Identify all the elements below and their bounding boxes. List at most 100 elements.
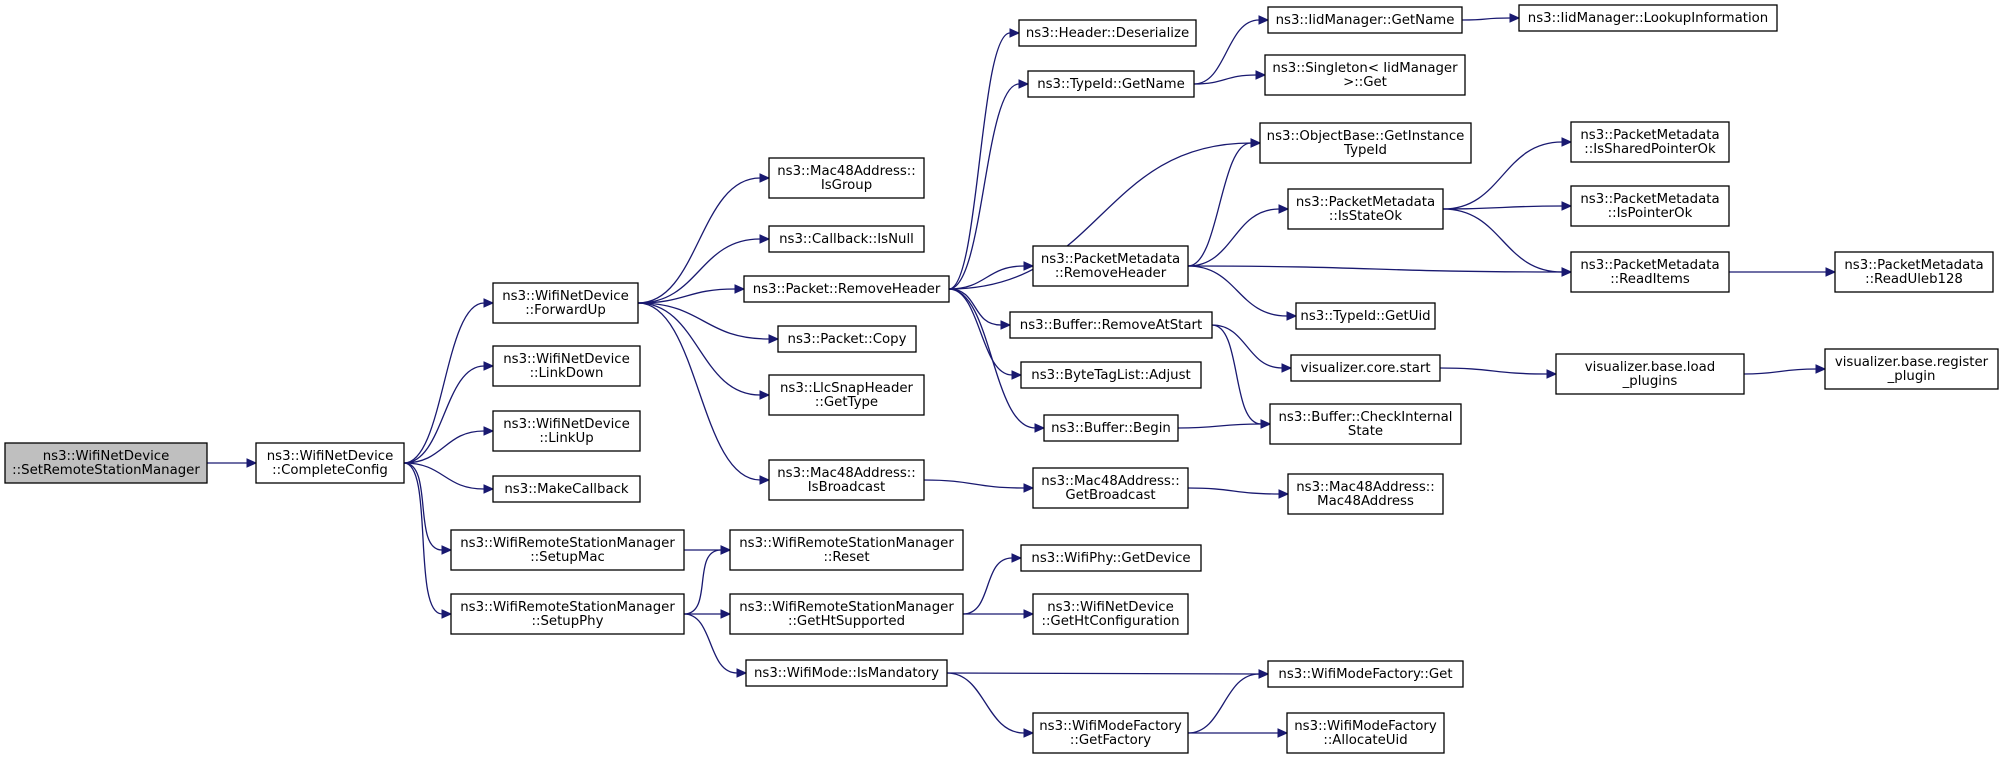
node-deserialize[interactable]: ns3::Header::Deserialize (1018, 19, 1197, 47)
node-label: ns3::Mac48Address:: (777, 164, 916, 179)
arrowhead-icon (1258, 669, 1270, 679)
node-box (1570, 121, 1730, 163)
edge-RemoveHeader-to-Deserialize (948, 28, 1021, 290)
edge-line (948, 142, 1252, 290)
node-copy[interactable]: ns3::Packet::Copy (777, 325, 917, 353)
node-label: ns3::WifiRemoteStationManager (460, 600, 675, 615)
node-is-shared-pointer-ok[interactable]: ns3::PacketMetadata::IsSharedPointerOk (1570, 121, 1730, 163)
node-core-start[interactable]: visualizer.core.start (1290, 354, 1441, 382)
edge-ForwardUp-to-Copy (637, 302, 780, 344)
arrowhead-icon (1278, 204, 1290, 214)
node-label: ns3::Buffer::RemoveAtStart (1020, 318, 1202, 333)
node-label: ns3::PacketMetadata (1844, 258, 1983, 273)
node-label: ns3::WifiNetDevice (503, 417, 630, 432)
node-set-remote-station-manager[interactable]: ns3::WifiNetDevice::SetRemoteStationMana… (4, 442, 208, 484)
node-label: ns3::PacketMetadata (1041, 252, 1180, 267)
edge-line (683, 613, 738, 674)
node-is-null[interactable]: ns3::Callback::IsNull (768, 225, 925, 253)
node-adjust[interactable]: ns3::ByteTagList::Adjust (1020, 361, 1202, 389)
node-label: ns3::PacketMetadata (1580, 258, 1719, 273)
node-link-down[interactable]: ns3::WifiNetDevice::LinkDown (492, 345, 641, 387)
arrowhead-icon (1281, 363, 1293, 373)
node-remove-header[interactable]: ns3::Packet::RemoveHeader (743, 275, 950, 303)
arrowhead-icon (1018, 79, 1030, 89)
node-is-state-ok[interactable]: ns3::PacketMetadata::IsStateOk (1287, 188, 1444, 230)
arrowhead-icon (759, 234, 771, 244)
node-is-group[interactable]: ns3::Mac48Address::IsGroup (768, 157, 925, 199)
node-box (1032, 245, 1189, 287)
node-label: ns3::WifiNetDevice (502, 289, 629, 304)
edge-SetRemoteStationManager-to-CompleteConfig (207, 458, 258, 468)
node-type-id-get-name[interactable]: ns3::TypeId::GetName (1027, 70, 1195, 98)
node-get-uid[interactable]: ns3::TypeId::GetUid (1295, 302, 1436, 330)
node-box (1032, 712, 1189, 754)
arrowhead-icon (1258, 15, 1270, 25)
node-load-plugins[interactable]: visualizer.base.load_plugins (1555, 353, 1745, 395)
node-label: >::Get (1343, 75, 1387, 90)
node-complete-config[interactable]: ns3::WifiNetDevice::CompleteConfig (255, 442, 405, 484)
node-is-pointer-ok[interactable]: ns3::PacketMetadata::IsPointerOk (1570, 185, 1730, 227)
edge-line (637, 238, 761, 304)
node-label: ::Reset (823, 550, 869, 565)
node-iid-get-name[interactable]: ns3::IidManager::GetName (1267, 6, 1463, 34)
arrowhead-icon (720, 609, 732, 619)
node-setup-phy[interactable]: ns3::WifiRemoteStationManager::SetupPhy (450, 593, 685, 635)
node-get-device[interactable]: ns3::WifiPhy::GetDevice (1020, 544, 1202, 572)
node-register-plugin[interactable]: visualizer.base.register_plugin (1824, 348, 1999, 390)
node-mac48-address[interactable]: ns3::Mac48Address::Mac48Address (1287, 473, 1444, 515)
edge-RemoveHeader-to-Begin (948, 288, 1046, 433)
node-label: ns3::WifiPhy::GetDevice (1031, 551, 1190, 566)
edge-TypeIdGetName-to-IidGetName (1193, 15, 1270, 85)
node-pmremove-header[interactable]: ns3::PacketMetadata::RemoveHeader (1032, 245, 1189, 287)
node-lookup-information[interactable]: ns3::IidManager::LookupInformation (1518, 4, 1778, 32)
node-label: ns3::WifiModeFactory (1039, 719, 1182, 734)
edge-CompleteConfig-to-LinkUp (403, 426, 495, 464)
arrowhead-icon (1250, 138, 1262, 148)
node-box (492, 475, 641, 503)
arrowhead-icon (1561, 137, 1573, 147)
node-get-type[interactable]: ns3::LlcSnapHeader::GetType (768, 374, 925, 416)
node-read-items[interactable]: ns3::PacketMetadata::ReadItems (1570, 251, 1730, 293)
node-setup-mac[interactable]: ns3::WifiRemoteStationManager::SetupMac (450, 529, 685, 571)
node-wmfget[interactable]: ns3::WifiModeFactory::Get (1267, 660, 1464, 688)
node-label: ns3::Buffer::CheckInternal (1278, 410, 1452, 425)
node-label: ns3::Mac48Address:: (777, 466, 916, 481)
node-remove-at-start[interactable]: ns3::Buffer::RemoveAtStart (1009, 311, 1213, 339)
node-label: ns3::WifiMode::IsMandatory (754, 666, 939, 681)
node-box (1267, 6, 1463, 34)
arrowhead-icon (483, 484, 495, 494)
node-singleton-get[interactable]: ns3::Singleton< IidManager >::Get (1264, 54, 1466, 96)
node-allocate-uid[interactable]: ns3::WifiModeFactory::AllocateUid (1286, 712, 1445, 754)
edge-line (1211, 324, 1262, 425)
node-box (1032, 467, 1189, 509)
node-forward-up[interactable]: ns3::WifiNetDevice::ForwardUp (492, 282, 639, 324)
node-label: GetBroadcast (1065, 488, 1155, 503)
node-box (255, 442, 405, 484)
arrowhead-icon (483, 426, 495, 436)
node-link-up[interactable]: ns3::WifiNetDevice::LinkUp (492, 410, 641, 452)
node-get-ht-configuration[interactable]: ns3::WifiNetDevice::GetHtConfiguration (1032, 593, 1189, 635)
edge-line (948, 288, 1002, 326)
node-box (777, 325, 917, 353)
node-get-factory[interactable]: ns3::WifiModeFactory::GetFactory (1032, 712, 1189, 754)
edge-IsBroadcast-to-GetBroadcast (923, 479, 1035, 493)
edge-GetFactory-to-WMFGet (1187, 669, 1270, 734)
edge-line (948, 32, 1011, 290)
node-get-broadcast[interactable]: ns3::Mac48Address::GetBroadcast (1032, 467, 1189, 509)
node-read-uleb128[interactable]: ns3::PacketMetadata::ReadUleb128 (1834, 251, 1994, 293)
edge-line (1187, 208, 1280, 267)
edge-IsMandatory-to-GetFactory (946, 672, 1035, 738)
node-get-ht-supported[interactable]: ns3::WifiRemoteStationManager::GetHtSupp… (729, 593, 964, 635)
node-is-mandatory[interactable]: ns3::WifiMode::IsMandatory (745, 659, 948, 687)
node-label: ::GetHtConfiguration (1041, 614, 1179, 629)
node-make-callback[interactable]: ns3::MakeCallback (492, 475, 641, 503)
node-begin[interactable]: ns3::Buffer::Begin (1043, 414, 1179, 442)
node-box (1287, 188, 1444, 230)
node-reset[interactable]: ns3::WifiRemoteStationManager::Reset (729, 529, 964, 571)
edge-RemoveHeader-to-Adjust (948, 288, 1023, 380)
edge-line (946, 672, 1260, 675)
node-is-broadcast[interactable]: ns3::Mac48Address::IsBroadcast (768, 459, 925, 501)
node-box (1555, 353, 1745, 395)
